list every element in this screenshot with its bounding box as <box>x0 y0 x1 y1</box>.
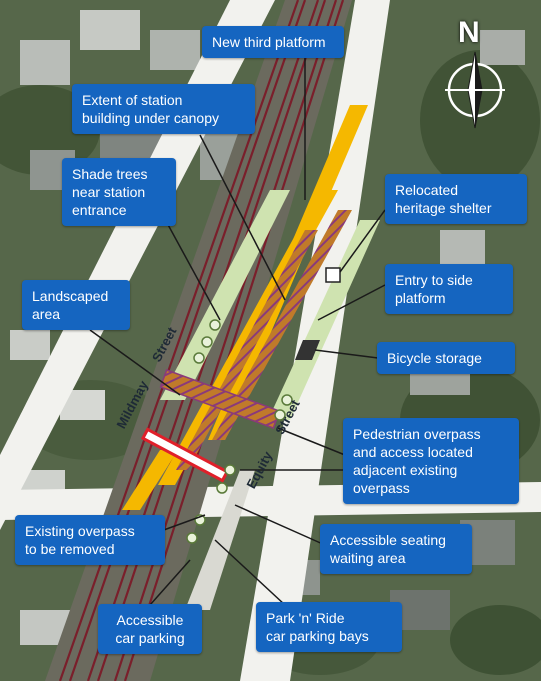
callout-accessible-seating: Accessible seating waiting area <box>320 524 472 574</box>
callout-text-line3: adjacent existing <box>353 462 458 478</box>
callout-text-line2: car parking bays <box>266 628 369 644</box>
callout-text-line2: heritage shelter <box>395 200 492 216</box>
callout-text-line2: building under canopy <box>82 110 219 126</box>
station-canopy-east <box>212 210 352 440</box>
landscaped-strip-east <box>268 220 380 420</box>
callout-existing-overpass: Existing overpass to be removed <box>15 515 165 565</box>
pedestrian-overpass <box>159 369 281 429</box>
callout-station-building: Extent of station building under canopy <box>72 84 255 134</box>
callout-text: New third platform <box>212 34 326 50</box>
callout-text-line1: Park 'n' Ride <box>266 610 345 626</box>
callout-text-line1: Pedestrian overpass <box>353 426 481 442</box>
callout-text-line1: Existing overpass <box>25 523 135 539</box>
leader-lines <box>89 55 386 606</box>
landscaped-strip-west <box>160 190 290 400</box>
callout-text-line1: Accessible <box>116 612 184 628</box>
callout-text-line2: area <box>32 306 61 322</box>
platform-south-end <box>122 450 178 510</box>
shade-trees <box>186 319 293 544</box>
callout-text-line1: Relocated <box>395 182 459 198</box>
north-arrow-icon <box>445 51 505 129</box>
callout-text-line3: entrance <box>72 202 127 218</box>
callout-entry-side-platform: Entry to side platform <box>385 264 513 314</box>
heritage-shelter <box>325 267 341 283</box>
callout-new-third-platform: New third platform <box>202 26 344 58</box>
callout-accessible-parking: Accessible car parking <box>98 604 202 654</box>
callout-park-ride: Park 'n' Ride car parking bays <box>256 602 402 652</box>
callout-bicycle-storage: Bicycle storage <box>377 342 515 374</box>
callout-text-line1: Accessible seating <box>330 532 446 548</box>
callout-text-line2: car parking <box>115 630 185 646</box>
callout-text-line4: overpass <box>353 480 410 496</box>
park-ride-strip <box>185 470 255 610</box>
callout-text-line2: platform <box>395 290 446 306</box>
callout-text-line2: and access located <box>353 444 473 460</box>
existing-overpass-removed <box>140 427 230 483</box>
callout-landscaped-area: Landscaped area <box>22 280 130 330</box>
callout-pedestrian-overpass: Pedestrian overpass and access located a… <box>343 418 519 504</box>
callout-shade-trees: Shade trees near station entrance <box>62 158 176 226</box>
bicycle-storage <box>295 340 320 360</box>
callout-text-line1: Shade trees <box>72 166 148 182</box>
callout-text-line2: near station <box>72 184 146 200</box>
callout-text-line2: waiting area <box>330 550 406 566</box>
station-canopy-west <box>176 230 318 470</box>
callout-text-line1: Landscaped <box>32 288 109 304</box>
callout-text: Bicycle storage <box>387 350 482 366</box>
callout-text-line2: to be removed <box>25 541 115 557</box>
callout-relocated-heritage: Relocated heritage shelter <box>385 174 527 224</box>
compass-letter: N <box>458 16 480 49</box>
callout-text-line1: Entry to side <box>395 272 473 288</box>
callout-text-line1: Extent of station <box>82 92 183 108</box>
